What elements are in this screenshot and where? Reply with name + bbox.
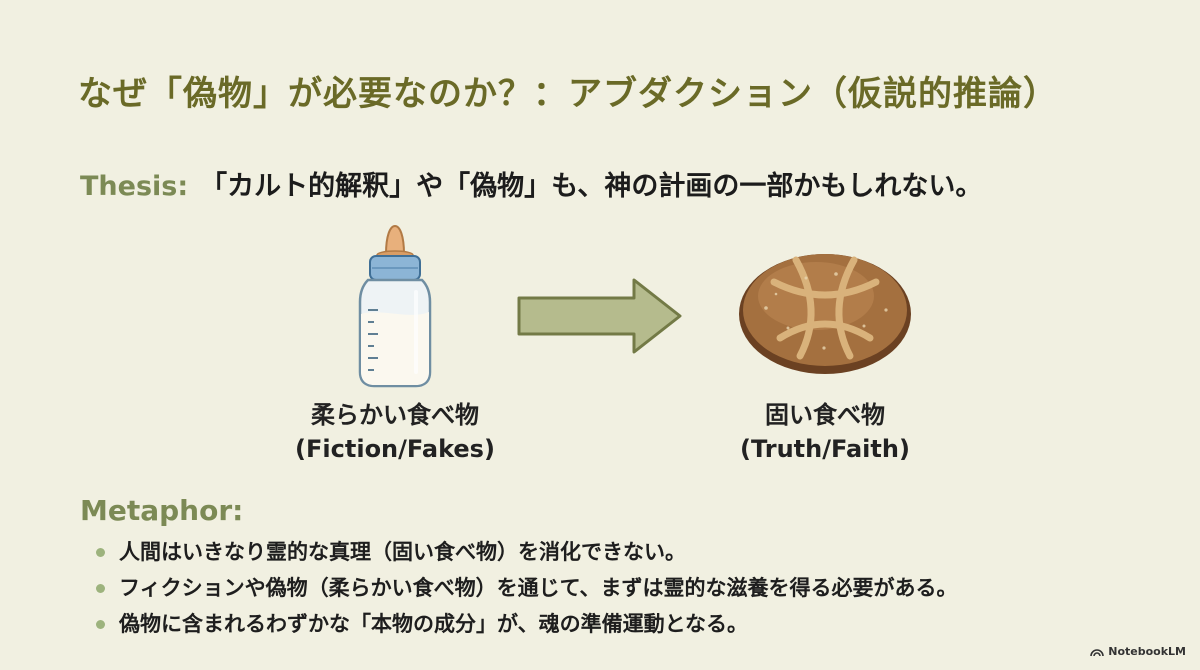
list-item: フィクションや偽物（柔らかい食べ物）を通じて、まずは霊的な滋養を得る必要がある。 bbox=[96, 570, 958, 606]
metaphor-label: Metaphor: bbox=[80, 494, 244, 527]
left-caption: 柔らかい食べ物 (Fiction/Fakes) bbox=[290, 398, 500, 466]
thesis-label: Thesis: bbox=[80, 171, 189, 202]
bullet-dot-icon bbox=[96, 619, 105, 629]
notebooklm-logo-icon bbox=[1090, 648, 1105, 656]
brand-watermark: NotebookLM bbox=[1090, 645, 1186, 658]
right-caption: 固い食べ物 (Truth/Faith) bbox=[720, 398, 930, 466]
right-caption-line1: 固い食べ物 bbox=[765, 401, 885, 429]
bullet-dot-icon bbox=[96, 547, 105, 557]
bullet-text: フィクションや偽物（柔らかい食べ物）を通じて、まずは霊的な滋養を得る必要がある。 bbox=[119, 576, 958, 600]
baby-bottle-icon bbox=[358, 224, 432, 388]
right-caption-line2: (Truth/Faith) bbox=[740, 435, 910, 463]
bullet-text: 人間はいきなり霊的な真理（固い食べ物）を消化できない。 bbox=[119, 540, 686, 564]
list-item: 偽物に含まれるわずかな「本物の成分」が、魂の準備運動となる。 bbox=[96, 606, 958, 642]
bullet-dot-icon bbox=[96, 583, 105, 593]
bullet-text: 偽物に含まれるわずかな「本物の成分」が、魂の準備運動となる。 bbox=[119, 612, 748, 636]
left-caption-line1: 柔らかい食べ物 bbox=[311, 401, 479, 429]
list-item: 人間はいきなり霊的な真理（固い食べ物）を消化できない。 bbox=[96, 534, 958, 570]
brand-label: NotebookLM bbox=[1108, 645, 1186, 658]
thesis-line: Thesis: 「カルト的解釈」や「偽物」も、神の計画の一部かもしれない。 bbox=[80, 164, 982, 203]
left-caption-line2: (Fiction/Fakes) bbox=[295, 435, 495, 463]
metaphor-bullet-list: 人間はいきなり霊的な真理（固い食べ物）を消化できない。 フィクションや偽物（柔ら… bbox=[96, 534, 958, 642]
right-arrow-icon bbox=[517, 278, 682, 354]
slide-title: なぜ「偽物」が必要なのか？：アブダクション（仮説的推論） bbox=[78, 74, 1058, 114]
bread-loaf-icon bbox=[739, 254, 911, 374]
thesis-text: 「カルト的解釈」や「偽物」も、神の計画の一部かもしれない。 bbox=[200, 171, 983, 202]
